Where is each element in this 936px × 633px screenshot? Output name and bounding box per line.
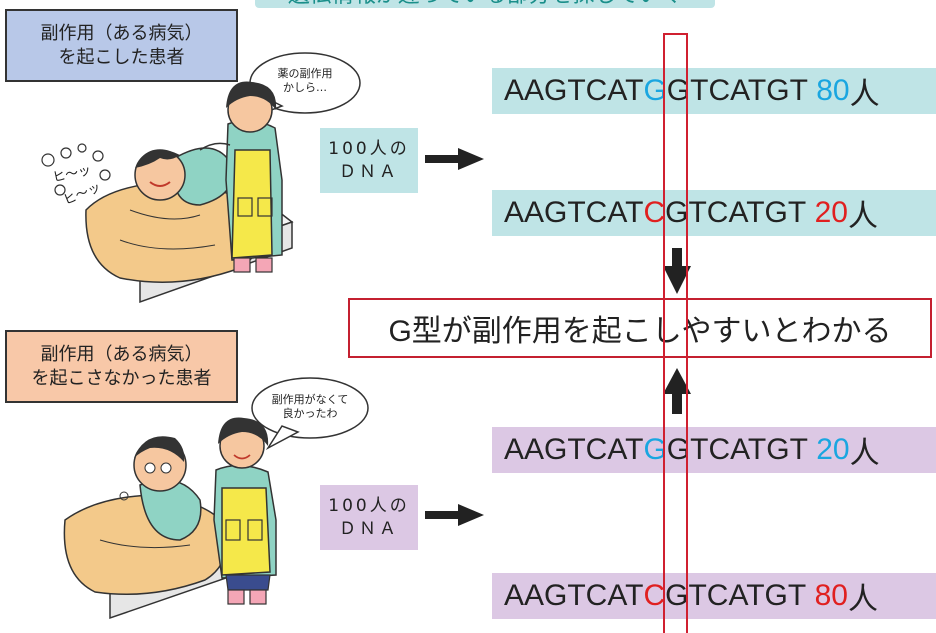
arrow-group2 (425, 504, 484, 526)
group1-sfx-clouds (41, 143, 111, 196)
sequence-base: C (643, 579, 666, 612)
group1-patient-illustration (134, 147, 234, 206)
group1-title: 副作用（ある病気） を起こした患者 (40, 23, 203, 68)
top-banner: 遺伝情報が違っている部分を探していく (255, 0, 715, 8)
group2-caregiver-illustration (213, 417, 277, 605)
group2-title-box: 副作用（ある病気） を起こさなかった患者 (5, 330, 238, 403)
sequence-unit: 人 (849, 437, 880, 470)
sequence-unit: 人 (847, 200, 878, 233)
group2-dna-label-text: 100人の ＤＮＡ (328, 495, 410, 539)
group2-patient-illustration (119, 436, 202, 541)
group1-caregiver-illustration (199, 81, 283, 273)
sequence-suffix: GTCATGT (666, 74, 808, 107)
sequence-base: C (643, 196, 666, 229)
sequence-suffix: GTCATGT (666, 433, 808, 466)
group2-speech-bubble (251, 377, 369, 451)
sequence-count: 20 (816, 433, 850, 466)
sequence-prefix: AAGTCAT (504, 579, 644, 612)
group1-title-box: 副作用（ある病気） を起こした患者 (5, 9, 238, 82)
group1-dna-label: 100人の ＤＮＡ (320, 128, 418, 193)
sequence-count: 20 (814, 196, 848, 229)
sequence-suffix: GTCATGT (665, 196, 807, 229)
sequence-prefix: AAGTCAT (504, 433, 644, 466)
conclusion-box: G型が副作用を起こしやすいとわかる (348, 298, 932, 358)
sequence-count: 80 (814, 579, 848, 612)
sequence-base: G (643, 74, 667, 107)
sequence-base: G (643, 433, 667, 466)
arrow-up-to-conclusion (663, 368, 691, 414)
group2-bubble-text: 副作用がなくて 良かったわ (271, 393, 349, 420)
arrow-group1 (425, 148, 484, 170)
conclusion-text: G型が副作用を起こしやすいとわかる (388, 315, 892, 348)
sequence-prefix: AAGTCAT (504, 74, 644, 107)
sequence-prefix: AAGTCAT (504, 196, 644, 229)
arrow-down-to-conclusion (663, 248, 691, 294)
group2-title: 副作用（ある病気） を起こさなかった患者 (31, 344, 212, 389)
variant-highlight-frame (663, 33, 688, 633)
top-banner-text: 遺伝情報が違っている部分を探していく (255, 0, 715, 22)
sequence-unit: 人 (847, 583, 878, 616)
group1-dna-label-text: 100人の ＤＮＡ (328, 138, 410, 182)
sequence-unit: 人 (849, 78, 880, 111)
sequence-suffix: GTCATGT (665, 579, 807, 612)
group2-dna-label: 100人の ＤＮＡ (320, 485, 418, 550)
group1-bubble-text: 薬の副作用 かしら… (277, 67, 333, 94)
sequence-count: 80 (816, 74, 850, 107)
